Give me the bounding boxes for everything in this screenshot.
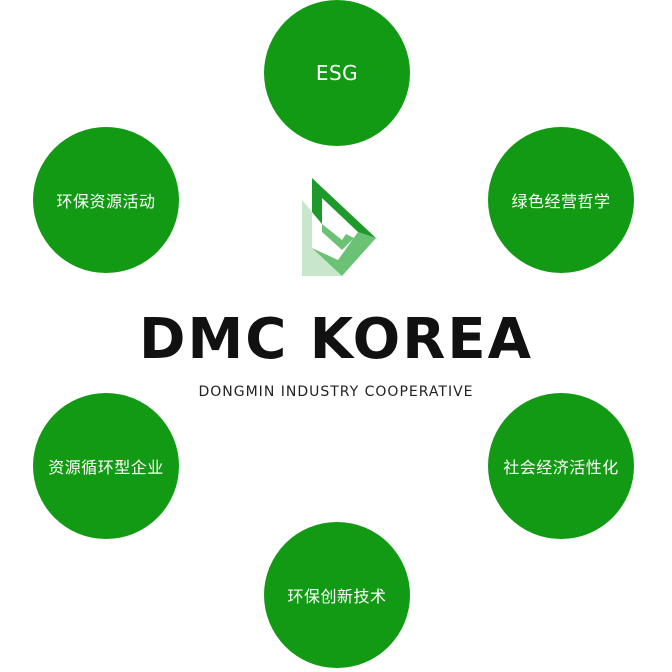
circle-eco-tech: 环保创新技术 [264,522,410,668]
circle-green-management-label: 绿色经营哲学 [511,192,611,211]
circle-recycling-enterprise: 资源循环型企业 [33,393,179,539]
circle-social-economy-label: 社会经济活性化 [503,458,619,477]
logo-light-shape [302,200,342,276]
circle-eco-tech-label: 环保创新技术 [287,587,387,606]
circle-esg: ESG [264,0,410,146]
circle-eco-activity-label: 环保资源活动 [56,192,156,211]
brand-subtitle: DONGMIN INDUSTRY COOPERATIVE [198,384,474,400]
circle-esg-label: ESG [315,61,359,85]
circle-green-management: 绿色经营哲学 [488,127,634,273]
logo-inner-shape [322,224,354,250]
logo-dark-shape [312,178,376,238]
circle-social-economy: 社会经济活性化 [488,393,634,539]
logo-mid-shape [312,232,376,276]
dmc-logo-icon [302,178,376,276]
circle-eco-activity: 环保资源活动 [33,127,179,273]
brand-title: DMC KOREA [138,307,533,372]
circle-recycling-enterprise-label: 资源循环型企业 [48,458,164,477]
